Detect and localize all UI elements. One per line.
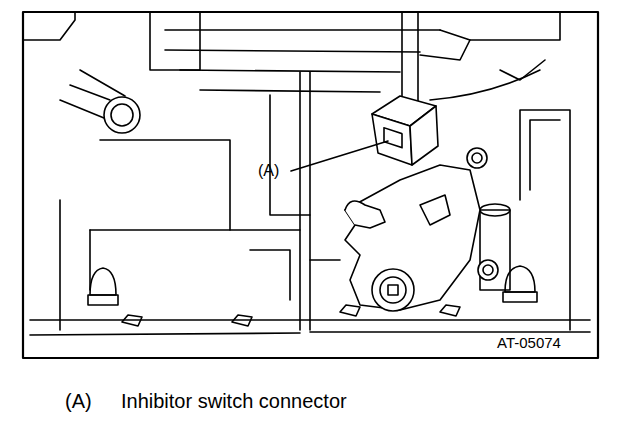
tube-fitting (60, 70, 140, 133)
figure-frame (23, 12, 598, 358)
figure-id: AT-05074 (497, 335, 561, 352)
inhibitor-switch-connector (372, 96, 438, 165)
cable (402, 12, 540, 104)
leader-line (291, 141, 388, 171)
callout-letter: (A) (65, 390, 92, 412)
housing-lines (23, 12, 590, 335)
legend-description: Inhibitor switch connector (121, 390, 347, 412)
callout-letter: (A) (258, 162, 279, 180)
inhibitor-switch (345, 148, 498, 311)
